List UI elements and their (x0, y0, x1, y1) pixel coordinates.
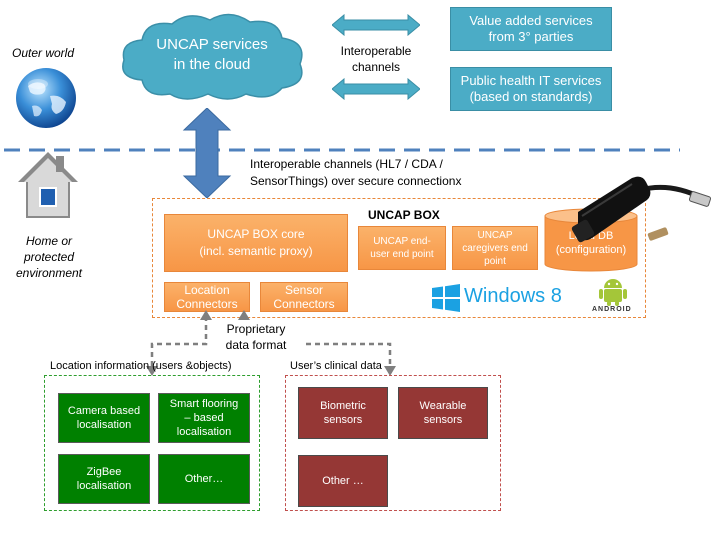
biometric-line2: sensors (323, 414, 363, 426)
cloud-label: UNCAP services in the cloud (130, 32, 294, 78)
android-logo-icon (596, 276, 630, 306)
smart-flooring-line2: – based (184, 412, 224, 424)
sensor-connectors-box: Sensor Connectors (260, 282, 348, 312)
camera-line1: Camera based (67, 405, 141, 417)
location-group-title: Location information (users &objects) (50, 360, 232, 372)
caregiver-endpoint-line1: UNCAP (477, 229, 513, 241)
home-label: Home or protected environment (4, 232, 94, 282)
secure-channels-line1: Interoperable channels (HL7 / CDA / (250, 157, 443, 171)
biometric-sensors-box: Biometric sensors (298, 387, 388, 439)
other-sensors-line1: Other … (322, 475, 364, 487)
public-health-line2: (based on standards) (469, 89, 593, 104)
double-arrow-value-services (331, 13, 421, 37)
zigbee-line1: ZigBee (86, 466, 122, 478)
cloud-label-line2: in the cloud (173, 56, 251, 73)
camera-localisation-box: Camera based localisation (58, 393, 150, 443)
value-added-services-box: Value added services from 3° parties (450, 7, 612, 51)
biometric-line1: Biometric (320, 400, 366, 412)
uncap-box-title: UNCAP BOX (368, 208, 440, 222)
sensor-connectors-line1: Sensor (284, 283, 324, 297)
location-connectors-box: Location Connectors (164, 282, 250, 312)
camera-line2: localisation (76, 419, 132, 431)
vertical-double-arrow (182, 107, 232, 199)
interop-line1: Interoperable (340, 44, 412, 58)
caregiver-endpoint-line3: point (484, 255, 506, 267)
location-connectors-line1: Location (184, 283, 230, 297)
windows-logo-text: Windows 8 (464, 285, 562, 307)
boundary-divider (0, 140, 720, 152)
other-location-box: Other… (158, 454, 250, 504)
smart-flooring-line3: localisation (176, 426, 232, 438)
proprietary-line2: data format (225, 338, 287, 352)
core-line2: (incl. semantic proxy) (199, 244, 313, 258)
value-services-line2: from 3° parties (488, 29, 574, 44)
home-line2: protected (23, 250, 75, 264)
core-line1: UNCAP BOX core (207, 227, 305, 241)
sensor-connectors-line2: Connectors (273, 297, 335, 311)
caregiver-endpoint-line2: caregivers end (462, 242, 528, 254)
zigbee-line2: localisation (76, 480, 132, 492)
local-db-line2: (configuration) (555, 244, 627, 256)
other-sensors-box: Other … (298, 455, 388, 507)
zigbee-localisation-box: ZigBee localisation (58, 454, 150, 504)
interop-line2: channels (351, 60, 401, 74)
wearable-sensors-box: Wearable sensors (398, 387, 488, 439)
other-location-line1: Other… (184, 473, 224, 485)
public-health-services-box: Public health IT services (based on stan… (450, 67, 612, 111)
user-endpoint-line1: UNCAP end- (373, 236, 431, 247)
wearable-line1: Wearable (419, 400, 467, 412)
uncap-box-container (152, 198, 646, 318)
location-group-container (44, 375, 260, 511)
double-arrow-public-health (331, 77, 421, 101)
public-health-line1: Public health IT services (460, 73, 602, 88)
user-endpoint-line2: user end point (370, 249, 434, 260)
android-logo-text: ANDROID (592, 306, 632, 313)
secure-channels-label: Interoperable channels (HL7 / CDA / Sens… (250, 156, 530, 190)
clinical-group-title: User’s clinical data (290, 360, 382, 372)
windows-logo-icon (432, 284, 460, 312)
outer-world-label: Outer world (12, 46, 75, 60)
home-line1: Home or (25, 234, 72, 248)
cloud-label-line1: UNCAP services (156, 36, 268, 53)
uncap-box-core: UNCAP BOX core (incl. semantic proxy) (164, 214, 348, 272)
wearable-line2: sensors (423, 414, 463, 426)
interoperable-channels-label: Interoperable channels (316, 42, 436, 76)
secure-channels-line2: SensorThings) over secure connectionx (250, 174, 462, 188)
house-icon (16, 150, 80, 220)
usb-stick-icon (570, 172, 712, 252)
user-endpoint-box: UNCAP end- user end point (358, 226, 446, 270)
clinical-group-container (285, 375, 501, 511)
smart-flooring-box: Smart flooring – based localisation (158, 393, 250, 443)
value-services-line1: Value added services (469, 13, 593, 28)
location-connectors-line2: Connectors (176, 297, 238, 311)
globe-icon (14, 66, 78, 130)
smart-flooring-line1: Smart flooring (169, 398, 239, 410)
proprietary-line1: Proprietary (226, 322, 286, 336)
home-line3: environment (15, 266, 83, 280)
cloud-shape (112, 10, 312, 102)
caregiver-endpoint-box: UNCAP caregivers end point (452, 226, 538, 270)
proprietary-format-label: Proprietary data format (210, 320, 302, 354)
